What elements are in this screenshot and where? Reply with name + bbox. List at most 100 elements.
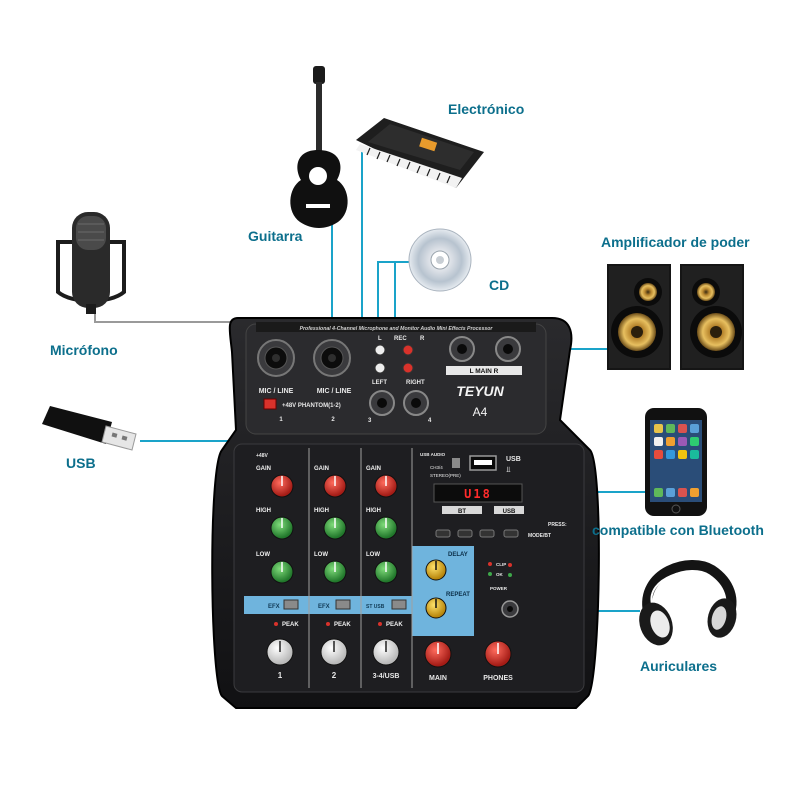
rec-rca-r[interactable] bbox=[402, 344, 414, 356]
label-keyboard: Electrónico bbox=[448, 101, 525, 117]
efx-button-2[interactable] bbox=[335, 599, 351, 610]
right-label: RIGHT bbox=[406, 380, 425, 386]
ch34-option: CH3/4 bbox=[430, 465, 443, 470]
mic-line-label-1: MIC / LINE bbox=[259, 388, 294, 395]
led-display bbox=[433, 483, 523, 503]
plus48-led-label: +48V bbox=[256, 453, 268, 459]
label-usb: USB bbox=[66, 455, 96, 471]
left-label: LEFT bbox=[372, 380, 387, 386]
main-knob-label: MAIN bbox=[429, 675, 447, 682]
mode-button[interactable] bbox=[503, 529, 519, 538]
usb-badge: USB bbox=[503, 509, 516, 515]
low-knob-1[interactable] bbox=[270, 560, 294, 584]
phantom-switch[interactable] bbox=[263, 398, 277, 410]
usb-port-label: USB bbox=[506, 456, 521, 463]
next-button[interactable] bbox=[479, 529, 495, 538]
high-knob-3[interactable] bbox=[374, 516, 398, 540]
in-3-label: 3 bbox=[368, 418, 372, 424]
mic-line-label-2: MIC / LINE bbox=[317, 388, 352, 395]
level-knob-3[interactable] bbox=[372, 638, 400, 666]
gain-label-2: GAIN bbox=[314, 466, 329, 472]
label-headphones: Auriculares bbox=[640, 658, 718, 674]
prev-button[interactable] bbox=[457, 529, 473, 538]
high-knob-1[interactable] bbox=[270, 516, 294, 540]
phones-knob[interactable] bbox=[484, 640, 512, 668]
low-knob-2[interactable] bbox=[323, 560, 347, 584]
keyboard-icon bbox=[356, 118, 484, 188]
gain-label-1: GAIN bbox=[256, 466, 271, 472]
peak-label-3: PEAK bbox=[386, 622, 403, 628]
xlr-input-2 bbox=[313, 339, 351, 377]
transport-buttons bbox=[435, 529, 519, 538]
input-number-1: 1 bbox=[279, 417, 283, 423]
rec-l-label: L bbox=[378, 336, 382, 342]
rec-rca-l[interactable] bbox=[374, 344, 386, 356]
usb-audio-switch[interactable] bbox=[452, 458, 460, 468]
gain-label-3: GAIN bbox=[366, 466, 381, 472]
peak-label-1: PEAK bbox=[282, 622, 299, 628]
channel-label-1: 1 bbox=[278, 671, 283, 680]
level-knob-2[interactable] bbox=[320, 638, 348, 666]
phones-knob-label: PHONES bbox=[483, 675, 513, 682]
brand-name: TEYUN bbox=[456, 383, 504, 399]
gain-knob-3[interactable] bbox=[374, 474, 398, 498]
label-speakers: Amplificador de poder bbox=[601, 234, 750, 250]
headphones-icon bbox=[639, 560, 737, 646]
play-pause-button[interactable] bbox=[435, 529, 451, 538]
mode-label: MODE/BT bbox=[528, 533, 551, 539]
in-rca-r[interactable] bbox=[402, 362, 414, 374]
usb-symbol-icon: ⫫ bbox=[505, 465, 511, 474]
efx-label-1: EFX bbox=[268, 604, 280, 610]
guitar-icon bbox=[290, 66, 348, 228]
main-out-label: L MAIN R bbox=[470, 368, 499, 375]
main-knob[interactable] bbox=[424, 640, 452, 668]
label-cd: CD bbox=[489, 277, 510, 293]
power-label: POWER bbox=[490, 586, 508, 591]
label-bluetooth: compatible con Bluetooth bbox=[592, 522, 764, 538]
cd-icon bbox=[408, 228, 472, 292]
input-number-2: 2 bbox=[331, 417, 335, 423]
gain-knob-2[interactable] bbox=[323, 474, 347, 498]
efx-label-2: EFX bbox=[318, 604, 330, 610]
ok-label: OK bbox=[496, 572, 504, 577]
usb-audio-label: USB AUDIO bbox=[420, 452, 446, 457]
low-label-2: LOW bbox=[314, 552, 328, 558]
mixer-device: Professional 4-Channel Microphone and Mo… bbox=[211, 317, 600, 709]
xlr-input-1 bbox=[257, 339, 295, 377]
peak-label-2: PEAK bbox=[334, 622, 351, 628]
clip-label: CLIP bbox=[496, 562, 506, 567]
high-knob-2[interactable] bbox=[323, 516, 347, 540]
rec-label: REC bbox=[394, 336, 407, 342]
st-usb-label: ST USB bbox=[366, 604, 385, 610]
phantom-label: +48V PHANTOM(1-2) bbox=[282, 403, 341, 409]
model-name: A4 bbox=[473, 405, 488, 419]
stereo-option: STEREO(PRE) bbox=[430, 473, 461, 478]
channel-label-2: 2 bbox=[332, 671, 337, 680]
st-usb-button[interactable] bbox=[391, 599, 407, 610]
repeat-knob[interactable] bbox=[425, 597, 447, 619]
low-knob-3[interactable] bbox=[374, 560, 398, 584]
in-4-label: 4 bbox=[428, 418, 432, 424]
phones-jack[interactable] bbox=[501, 600, 519, 618]
usb-stick-icon bbox=[42, 406, 137, 451]
delay-label: DELAY bbox=[448, 552, 468, 558]
press-label: PRESS: bbox=[548, 522, 567, 528]
label-guitar: Guitarra bbox=[248, 228, 303, 244]
efx-button-1[interactable] bbox=[283, 599, 299, 610]
bt-badge: BT bbox=[458, 509, 466, 515]
delay-knob[interactable] bbox=[425, 559, 447, 581]
low-label-1: LOW bbox=[256, 552, 270, 558]
channel-label-34: 3-4/USB bbox=[373, 673, 400, 680]
smartphone-icon bbox=[645, 408, 707, 516]
display-value: U18 bbox=[464, 487, 492, 501]
repeat-label: REPEAT bbox=[446, 592, 470, 598]
low-label-3: LOW bbox=[366, 552, 380, 558]
in-rca-l[interactable] bbox=[374, 362, 386, 374]
mixer-header-text: Professional 4-Channel Microphone and Mo… bbox=[300, 326, 494, 332]
high-label-2: HIGH bbox=[314, 508, 329, 514]
gain-knob-1[interactable] bbox=[270, 474, 294, 498]
high-label-1: HIGH bbox=[256, 508, 271, 514]
level-knob-1[interactable] bbox=[266, 638, 294, 666]
rec-r-label: R bbox=[420, 336, 425, 342]
